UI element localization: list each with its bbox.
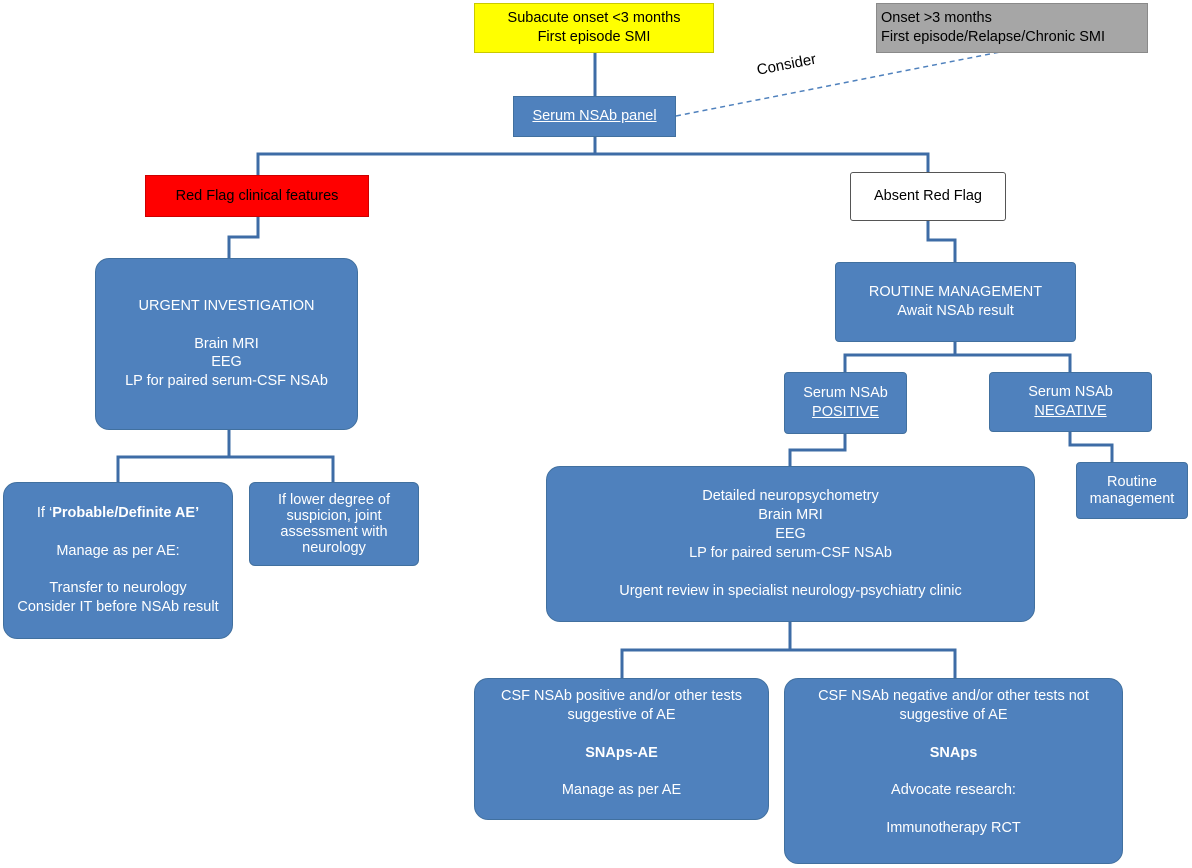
csf-nsab-positive-box: CSF NSAb positive and/or other tests sug… bbox=[474, 678, 769, 820]
absent-red-flag-box: Absent Red Flag bbox=[850, 172, 1006, 221]
probable-definite-ae-box: If ‘Probable/Definite AE’ Manage as per … bbox=[3, 482, 233, 639]
csf-neg-bold: SNAps bbox=[929, 744, 978, 761]
connector-redflag-urgent bbox=[227, 217, 260, 258]
subacute-onset-box: Subacute onset <3 months First episode S… bbox=[474, 3, 714, 53]
routine-small-line1: Routine bbox=[1107, 473, 1157, 490]
routine-management-small-box: Routine management bbox=[1076, 462, 1188, 519]
serum-nsab-positive-box: Serum NSAb POSITIVE bbox=[784, 372, 907, 434]
serum-nsab-negative-box: Serum NSAb NEGATIVE bbox=[989, 372, 1152, 432]
serum-nsab-panel-box: Serum NSAb panel bbox=[513, 96, 676, 137]
csf-nsab-negative-box: CSF NSAb negative and/or other tests not… bbox=[784, 678, 1123, 864]
csf-pos-line1: CSF NSAb positive and/or other tests bbox=[501, 688, 742, 704]
urgent-line2: EEG bbox=[211, 354, 242, 371]
red-flag-label: Red Flag clinical features bbox=[175, 187, 339, 204]
connector-negative-routine bbox=[1068, 432, 1114, 462]
lower-line4: neurology bbox=[302, 540, 366, 557]
csf-neg-line3: Advocate research: bbox=[891, 782, 1016, 799]
connector-routine-split-right bbox=[955, 353, 1072, 372]
urgent-investigation-box: URGENT INVESTIGATION Brain MRI EEG LP fo… bbox=[95, 258, 358, 430]
serum-nsab-panel-label: Serum NSAb panel bbox=[532, 108, 657, 125]
lower-degree-box: If lower degree of suspicion, joint asse… bbox=[249, 482, 419, 566]
probable-prefix: If ‘ bbox=[36, 504, 53, 521]
probable-line3: Transfer to neurology bbox=[49, 580, 187, 597]
negative-line2: NEGATIVE bbox=[1034, 403, 1107, 419]
detailed-neuropsychometry-box: Detailed neuropsychometry Brain MRI EEG … bbox=[546, 466, 1035, 622]
detailed-line4: LP for paired serum-CSF NSAb bbox=[689, 545, 892, 561]
connector-panel-split bbox=[256, 137, 597, 175]
lower-line3: assessment with bbox=[280, 524, 388, 540]
probable-line2: Manage as per AE: bbox=[56, 542, 180, 559]
csf-pos-bold: SNAps-AE bbox=[585, 744, 658, 761]
urgent-line1: Brain MRI bbox=[194, 335, 259, 352]
urgent-title: URGENT INVESTIGATION bbox=[138, 297, 315, 314]
detailed-line1: Detailed neuropsychometry bbox=[702, 488, 879, 505]
connector-panel-split-right bbox=[595, 152, 930, 172]
lower-line1: If lower degree of bbox=[277, 491, 391, 508]
connector-detailed-split bbox=[620, 622, 792, 678]
connector-detailed-split-right bbox=[790, 648, 957, 678]
absent-red-flag-label: Absent Red Flag bbox=[873, 188, 982, 205]
detailed-line5: Urgent review in specialist neurology-ps… bbox=[619, 582, 962, 599]
csf-neg-line2: suggestive of AE bbox=[899, 706, 1008, 723]
routine-mgmt-line1: ROUTINE MANAGEMENT bbox=[868, 284, 1043, 301]
connector-consider-dashed bbox=[675, 49, 1011, 117]
connector-absent-routine bbox=[926, 221, 957, 262]
subacute-onset-line2: First episode SMI bbox=[537, 29, 651, 45]
connector-positive-detailed bbox=[788, 434, 847, 466]
detailed-line2: Brain MRI bbox=[758, 507, 823, 524]
csf-pos-line2: suggestive of AE bbox=[567, 706, 676, 723]
red-flag-box: Red Flag clinical features bbox=[145, 175, 369, 217]
probable-line4: Consider IT before NSAb result bbox=[17, 599, 219, 616]
onset-over-3-months-box: Onset >3 months First episode/Relapse/Ch… bbox=[876, 3, 1148, 53]
csf-neg-line4: Immunotherapy RCT bbox=[886, 819, 1021, 836]
positive-line2: POSITIVE bbox=[812, 404, 879, 420]
negative-line1: Serum NSAb bbox=[1028, 384, 1113, 401]
detailed-line3: EEG bbox=[775, 526, 806, 543]
routine-management-box: ROUTINE MANAGEMENT Await NSAb result bbox=[835, 262, 1076, 342]
urgent-line3: LP for paired serum-CSF NSAb bbox=[125, 373, 328, 390]
positive-line1: Serum NSAb bbox=[803, 385, 888, 402]
csf-pos-line3: Manage as per AE bbox=[561, 782, 682, 799]
probable-bold: Probable/Definite AE’ bbox=[52, 504, 200, 521]
probable-line1: If ‘Probable/Definite AE’ bbox=[37, 504, 199, 523]
csf-neg-line1: CSF NSAb negative and/or other tests not bbox=[818, 688, 1089, 704]
connector-routine-split bbox=[843, 342, 957, 372]
onset-over-line2: First episode/Relapse/Chronic SMI bbox=[881, 29, 1106, 45]
connector-urgent-split bbox=[116, 430, 231, 482]
onset-over-line1: Onset >3 months bbox=[881, 10, 992, 27]
subacute-onset-line1: Subacute onset <3 months bbox=[507, 10, 681, 27]
routine-mgmt-line2: Await NSAb result bbox=[897, 303, 1014, 319]
lower-line2: suspicion, joint bbox=[286, 507, 382, 524]
connector-urgent-split-right bbox=[229, 455, 335, 482]
routine-small-line2: management bbox=[1089, 490, 1175, 507]
